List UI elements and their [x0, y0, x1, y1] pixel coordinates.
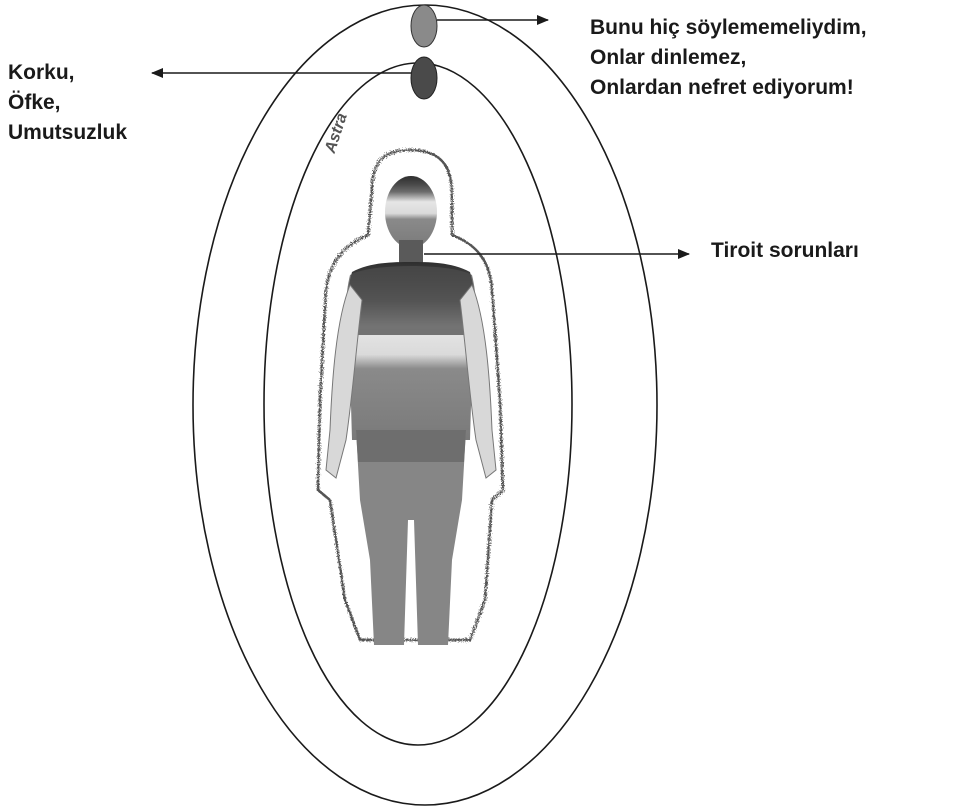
thoughts-line-1: Bunu hiç söylememeliydim, [590, 13, 867, 43]
emotions-line-1: Korku, [8, 58, 127, 88]
emotions-line-3: Umutsuzluk [8, 118, 127, 148]
outer-aura-node [411, 5, 437, 47]
thoughts-line-2: Onlar dinlemez, [590, 43, 867, 73]
thoughts-label: Bunu hiç söylememeliydim, Onlar dinlemez… [590, 13, 867, 103]
thoughts-line-3: Onlardan nefret ediyorum! [590, 73, 867, 103]
inner-aura-node [411, 57, 437, 99]
emotions-label: Korku, Öfke, Umutsuzluk [8, 58, 127, 148]
human-figure [318, 150, 503, 645]
emotions-line-2: Öfke, [8, 88, 127, 118]
physical-label: Tiroit sorunları [711, 236, 859, 266]
